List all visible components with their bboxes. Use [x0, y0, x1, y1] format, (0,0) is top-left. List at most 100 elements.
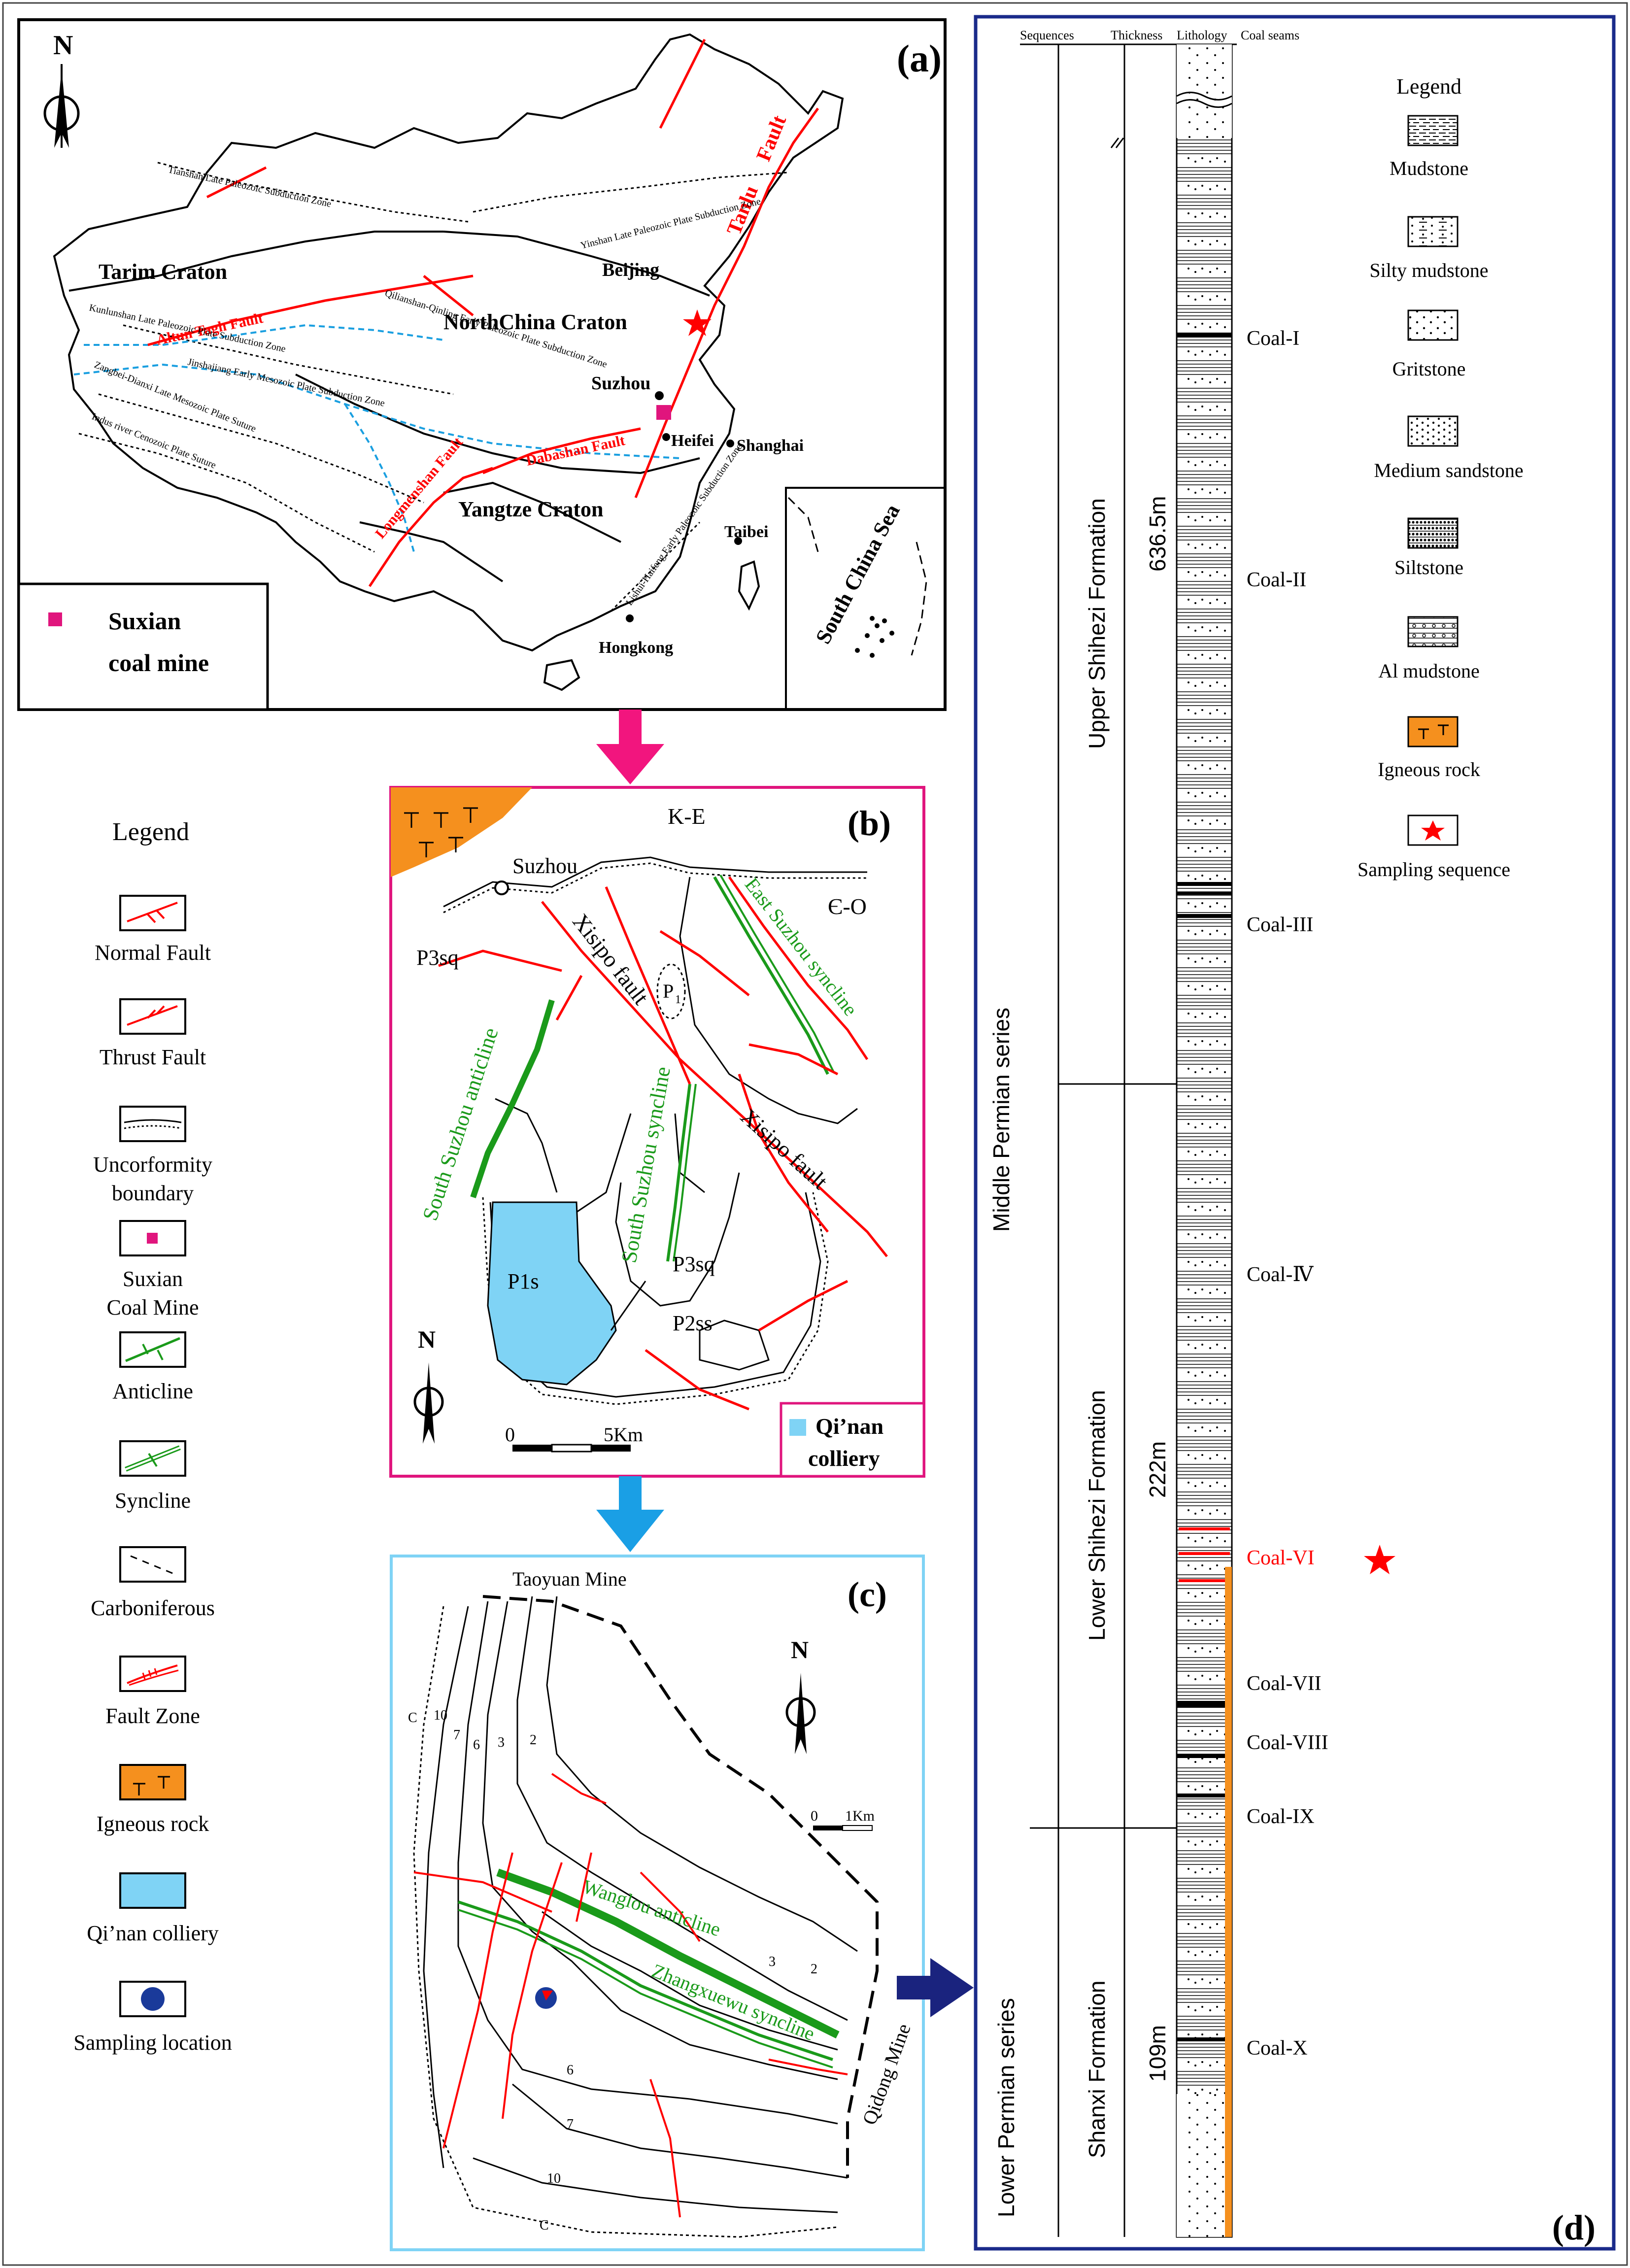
label-hongkong: Hongkong — [599, 639, 673, 657]
label-p3sq-right: P3sq — [673, 1252, 715, 1276]
label-suzhou: Suzhou — [591, 373, 650, 394]
label-p3sq-left: P3sq — [416, 946, 459, 970]
svg-text:Coal-VIII: Coal-VIII — [1247, 1731, 1328, 1754]
label-p1-sub: 1 — [675, 993, 681, 1006]
legend-igneous-rock: Igneous rock — [97, 1812, 209, 1836]
sampled-red-bands — [1179, 1527, 1230, 1582]
suzhou-city-marker — [494, 880, 509, 895]
svg-text:3: 3 — [498, 1735, 505, 1750]
panel-c-label: (c) — [848, 1575, 887, 1614]
label-yangtze-craton: Yangtze Craton — [458, 497, 604, 521]
svg-text:Thickness: Thickness — [1111, 28, 1162, 42]
left-legend: Legend Normal Fault Thrust Fault Uncorfo… — [73, 818, 232, 2055]
arrow-a-to-b — [596, 710, 664, 784]
scale-bar-c: 0 1Km — [811, 1808, 875, 1831]
panel-d-legend: Legend Mudstone Silty mudstone Gritstone… — [1358, 74, 1524, 880]
label-middle-permian: Middle Permian series — [988, 1008, 1014, 1232]
panel-a-label: (a) — [897, 37, 942, 80]
panel-b-colliery-legend: Qi’nan colliery — [780, 1402, 925, 1478]
label-p2ss: P2ss — [673, 1311, 713, 1335]
label-taibei: Taibei — [724, 523, 768, 541]
label-tarim-craton: Tarim Craton — [99, 260, 227, 284]
panel-b-label: (b) — [848, 804, 891, 843]
svg-text:Gritstone: Gritstone — [1392, 358, 1466, 380]
svg-text:Coal seams: Coal seams — [1241, 28, 1299, 42]
panel-d-stratigraphic-column: (d) Sequences Thickness Lithology Coal s… — [974, 15, 1616, 2251]
svg-text:2: 2 — [811, 1962, 817, 1977]
legend-unconformity-2: boundary — [112, 1181, 194, 1205]
svg-text:Legend: Legend — [1396, 74, 1461, 99]
south-suzhou-syncline-axis — [666, 1083, 691, 1262]
thickness-upper: 636.5m — [1145, 496, 1170, 572]
zhangxuewu-syncline-axis — [458, 1900, 833, 2061]
qinan-colliery-area — [487, 1201, 617, 1386]
panel-d-label: (d) — [1552, 2208, 1596, 2247]
legend-suxian-line2: coal mine — [108, 649, 209, 677]
legend-syncline: Syncline — [115, 1489, 191, 1513]
north-arrow-b: N — [413, 1325, 444, 1444]
seam-numbers: C 10 7 6 3 2 3 2 6 7 10 C — [408, 1708, 817, 2233]
south-suzhou-anticline-axis — [470, 999, 555, 1198]
svg-text:N: N — [418, 1325, 436, 1353]
panel-a-legend: Suxian coal mine — [17, 582, 269, 711]
legend-unconformity-1: Uncorformity — [93, 1152, 212, 1177]
svg-text:Al mudstone: Al mudstone — [1378, 660, 1480, 682]
north-arrow-a: N — [43, 30, 80, 148]
svg-text:Sampling sequence: Sampling sequence — [1358, 858, 1510, 880]
legend-sampling-location: Sampling location — [73, 2031, 232, 2055]
legend-thrust-fault: Thrust Fault — [100, 1045, 206, 1069]
svg-text:Coal-III: Coal-III — [1247, 914, 1313, 936]
legend-suxian-line1: Suxian — [108, 607, 181, 635]
label-lower-permian: Lower Permian series — [993, 1998, 1019, 2217]
china-outline — [53, 33, 844, 652]
svg-text:Coal-VII: Coal-VII — [1247, 1672, 1322, 1695]
legend-qinan-colliery: Qi’nan colliery — [87, 1921, 219, 1945]
svg-text:10: 10 — [434, 1708, 447, 1723]
svg-text:0: 0 — [811, 1808, 818, 1824]
label-upper-shihezi: Upper Shihezi Formation — [1084, 498, 1110, 749]
svg-text:N: N — [53, 30, 73, 61]
svg-text:Mudstone: Mudstone — [1390, 157, 1468, 179]
svg-text:Coal-X: Coal-X — [1247, 2037, 1308, 2060]
legend-suxian-1: Suxian — [123, 1267, 183, 1291]
east-suzhou-syncline-axis — [713, 876, 829, 1075]
panel-a-china-map: (a) N — [17, 18, 947, 711]
left-legend-title: Legend — [112, 818, 189, 846]
arrow-c-to-d — [897, 1958, 974, 2017]
panel-c-mine-map: (c) Taoyuan Mine Qidong Mine Wanglou ant… — [390, 1555, 925, 2251]
suzhou-dot — [655, 391, 664, 400]
scale-bar-b: 0 5Km — [505, 1423, 643, 1453]
svg-text:Igneous rock: Igneous rock — [1378, 758, 1480, 780]
svg-text:Sequences: Sequences — [1020, 28, 1074, 42]
svg-text:C: C — [540, 2218, 549, 2233]
label-lower-shihezi: Lower Shihezi Formation — [1084, 1390, 1110, 1641]
label-taoyuan-mine: Taoyuan Mine — [512, 1568, 627, 1590]
beijing-star — [683, 309, 712, 336]
svg-text:Coal-VI: Coal-VI — [1247, 1547, 1315, 1569]
svg-text:5Km: 5Km — [604, 1423, 643, 1446]
svg-text:N: N — [791, 1636, 809, 1663]
label-shanghai: Shanghai — [737, 437, 804, 455]
lithology-column — [1176, 43, 1233, 2238]
tanlu-branch — [659, 38, 706, 129]
legend-anticline: Anticline — [112, 1379, 193, 1403]
svg-text:6: 6 — [567, 2063, 574, 2078]
legend-suxian-2: Coal Mine — [107, 1295, 199, 1320]
svg-text:Coal-I: Coal-I — [1247, 327, 1299, 350]
label-eo: Є-O — [828, 894, 867, 919]
label-heifei: Heifei — [671, 432, 714, 450]
suxian-marker — [656, 405, 671, 420]
thickness-shanxi: 109m — [1145, 2025, 1170, 2082]
panel-b-structure-map: (b) — [389, 786, 925, 1478]
xisipo-fault-main — [541, 901, 888, 1257]
hainan-island — [543, 659, 580, 691]
svg-text:Silty mudstone: Silty mudstone — [1369, 259, 1488, 281]
label-shanxi: Shanxi Formation — [1084, 1981, 1110, 2159]
svg-text:Coal-II: Coal-II — [1247, 569, 1306, 591]
svg-text:0: 0 — [505, 1423, 515, 1446]
svg-text:Siltstone: Siltstone — [1394, 556, 1463, 578]
svg-text:6: 6 — [473, 1737, 480, 1753]
mine-boundary — [482, 1595, 879, 2178]
legend-fault-zone: Fault Zone — [105, 1704, 200, 1728]
